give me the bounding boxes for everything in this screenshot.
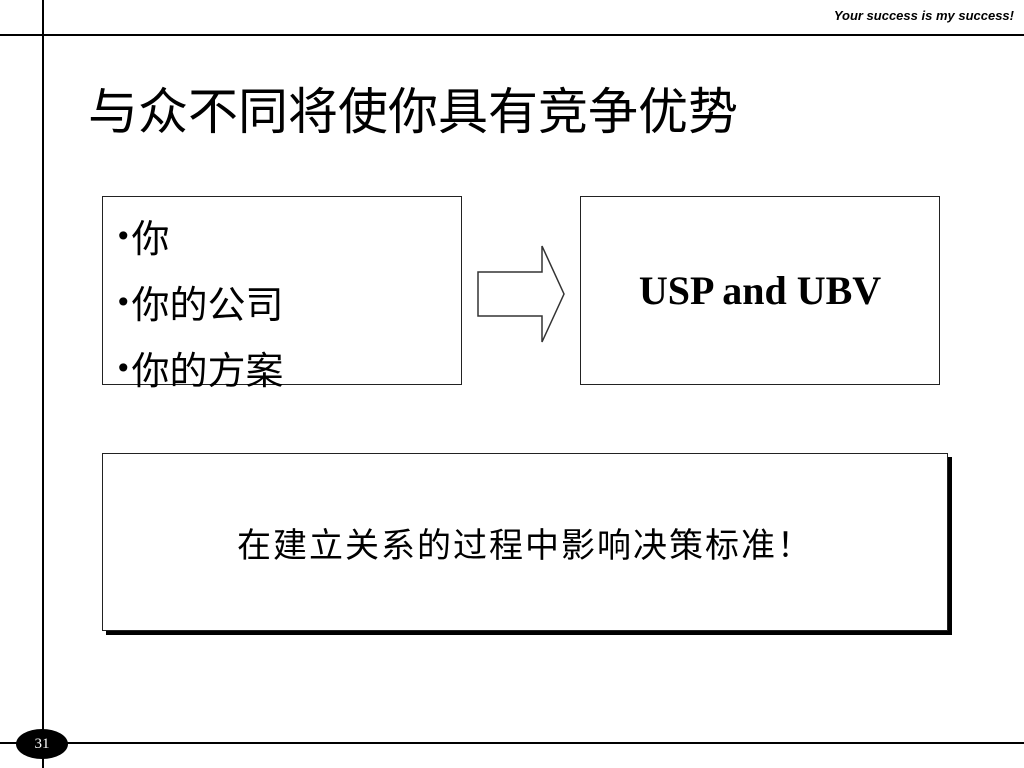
page-number-badge: 31 xyxy=(16,729,68,759)
bullet-text: 你的公司 xyxy=(131,283,284,327)
statement-text: 在建立关系的过程中影响决策标准！ xyxy=(237,525,813,566)
top-rule xyxy=(0,34,1024,36)
left-rule xyxy=(42,0,44,768)
bullet-list: •你 •你的公司 •你的方案 xyxy=(103,197,461,403)
bullet-dot: • xyxy=(115,286,132,319)
bullet-item: •你的方案 xyxy=(115,337,461,403)
header-tagline: Your success is my success! xyxy=(833,8,1014,23)
usp-ubv-text: USP and UBV xyxy=(638,268,882,313)
left-box: •你 •你的公司 •你的方案 xyxy=(102,196,462,393)
bullet-item: •你的公司 xyxy=(115,271,461,337)
bullet-item: •你 xyxy=(115,205,461,271)
bullet-text: 你的方案 xyxy=(131,349,284,393)
bullet-dot: • xyxy=(115,352,132,385)
bullet-dot: • xyxy=(115,220,132,253)
bottom-rule xyxy=(0,742,1024,744)
right-box: USP and UBV xyxy=(580,196,940,385)
slide-title: 与众不同将使你具有竞争优势 xyxy=(88,83,738,141)
statement-box: 在建立关系的过程中影响决策标准！ xyxy=(102,453,948,631)
page-number: 31 xyxy=(34,735,50,752)
bullet-text: 你 xyxy=(131,217,170,261)
right-arrow-icon xyxy=(477,245,565,343)
